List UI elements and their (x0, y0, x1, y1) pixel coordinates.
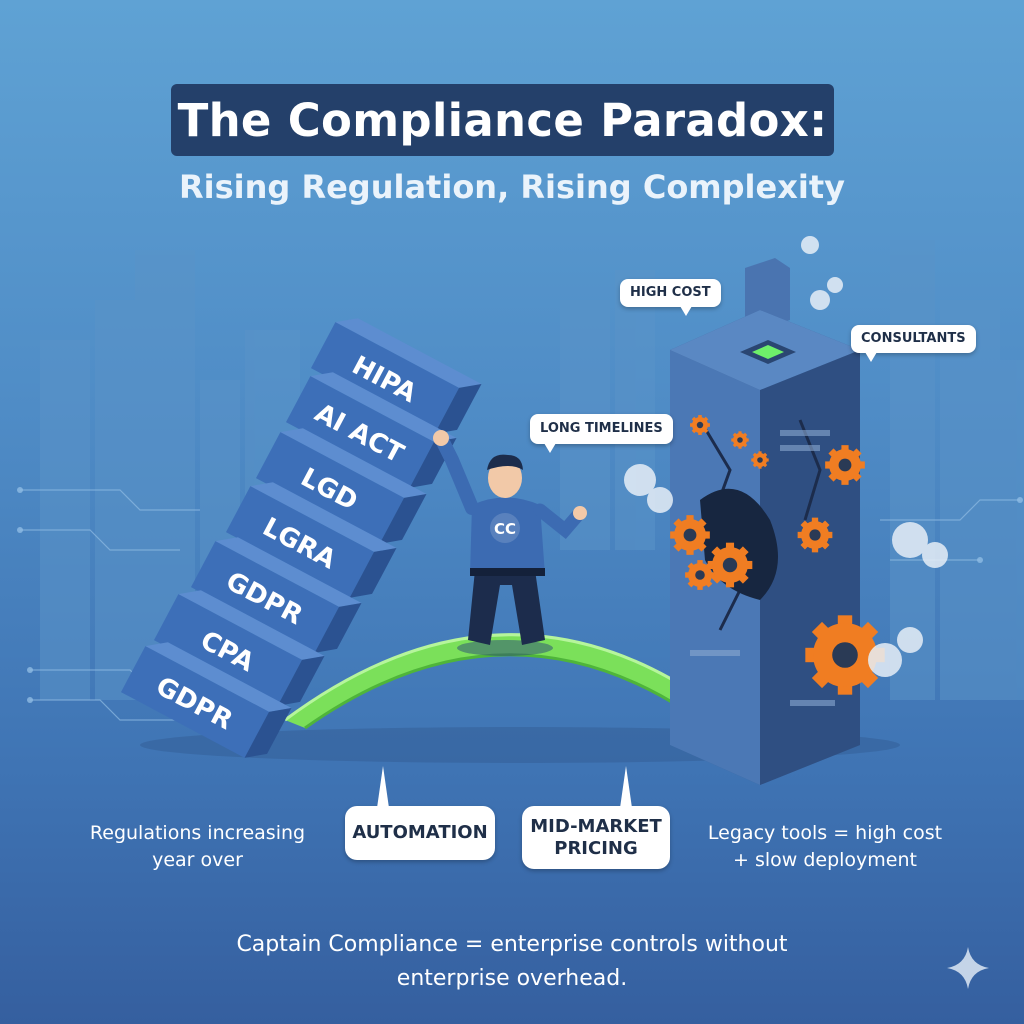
footer-line2: enterprise overhead. (396, 966, 628, 992)
legacy-caption-line1: Legacy tools = high cost (707, 822, 943, 844)
gear-icon (670, 515, 710, 555)
title-banner: The Compliance Paradox: (171, 84, 834, 156)
regulation-block: LGD (255, 428, 427, 544)
regulation-block: HIPA (310, 318, 482, 434)
gear-icon (731, 431, 749, 449)
mid-market-line2: PRICING (554, 837, 638, 859)
gear-icon (707, 542, 753, 588)
regulations-caption: Regulations increasing year over (80, 820, 315, 873)
legacy-machine (624, 236, 948, 785)
regulation-block: GDPR (120, 642, 292, 758)
legacy-caption: Legacy tools = high cost + slow deployme… (700, 820, 950, 873)
regulations-caption-line2: year over (152, 848, 243, 871)
gear-icon (685, 560, 715, 590)
gear-icon-group (670, 415, 885, 695)
mid-market-line1: MID-MARKET (530, 816, 662, 837)
regulation-block: GDPR (190, 537, 362, 653)
legacy-caption-line2: + slow deployment (733, 848, 917, 871)
sparkle-icon (947, 947, 989, 989)
high-cost-bubble: HIGH COST (620, 279, 721, 316)
footer-tagline: Captain Compliance = enterprise controls… (0, 928, 1024, 996)
regulation-block: CPA (153, 590, 325, 706)
footer-line1: Captain Compliance = enterprise controls… (236, 932, 788, 957)
gear-icon (805, 615, 885, 695)
page-subtitle: Rising Regulation, Rising Complexity (179, 168, 845, 206)
gear-icon (825, 445, 865, 485)
regulations-caption-line1: Regulations increasing (89, 822, 306, 844)
consultants-bubble: CONSULTANTS (851, 325, 976, 362)
mid-market-pricing-bubble: MID-MARKET PRICING (522, 765, 670, 870)
hero-emblem: CC (494, 520, 516, 538)
gear-icon (751, 451, 769, 469)
gear-icon (797, 517, 833, 553)
gear-icon (690, 415, 710, 435)
long-timelines-bubble: LONG TIMELINES (530, 414, 673, 453)
steam (624, 236, 948, 677)
automation-bubble: AUTOMATION (345, 766, 495, 860)
hero-figure: CC (433, 430, 587, 656)
regulation-block: LGRA (225, 482, 397, 598)
chip-icon (740, 340, 796, 364)
page-title: The Compliance Paradox: (177, 93, 828, 147)
